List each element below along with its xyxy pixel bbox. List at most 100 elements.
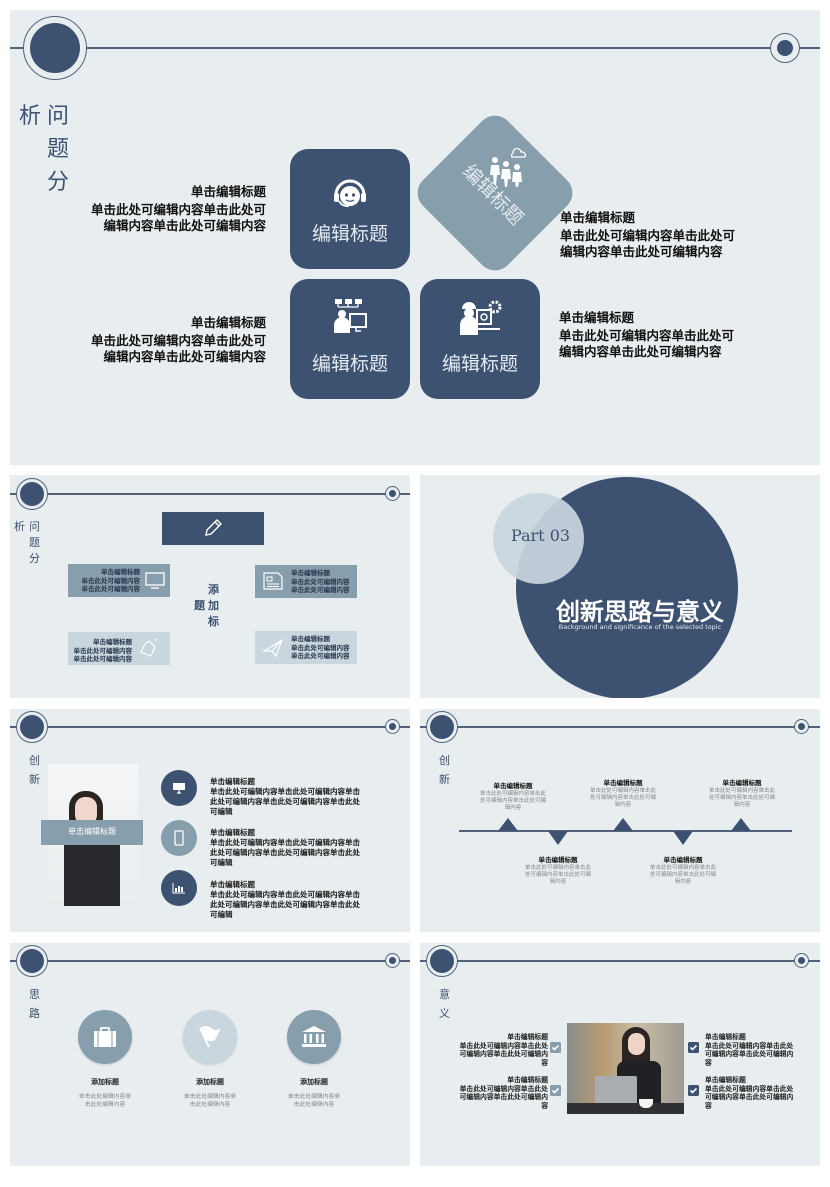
significance-item: 单击编辑标题 单击此处可编辑内容单击此处可编辑内容单击此处可编辑内容: [456, 1076, 548, 1110]
checkbox-icon[interactable]: [688, 1042, 699, 1053]
checkbox-icon[interactable]: [550, 1085, 561, 1096]
timeline-body: 单击此处可编辑内容单击此处可编辑内容单击此处可编辑内容: [479, 791, 546, 811]
item-body: 单击此处可编辑内容单击此处可编辑内容单击此处可编辑内容: [705, 1041, 794, 1067]
block-body: 单击此处可编辑内容单击此处可编辑内容单击此处可编辑内容: [90, 202, 266, 233]
approach-body: 单击此处编辑内容单击此处编辑内容: [78, 1094, 132, 1108]
approach-icon-circle: [183, 1010, 237, 1064]
item-body: 单击此处可编辑内容单击此处可编辑内容单击此处可编辑内容单击此处可编辑内容单击此处…: [210, 890, 360, 919]
timeline-body: 单击此处可编辑内容单击此处可编辑内容单击此处可编辑内容: [649, 865, 716, 885]
photo-face: [75, 797, 97, 825]
header-line: [420, 960, 820, 962]
tile-support[interactable]: 编辑标题: [290, 149, 410, 269]
center-title-char: 添: [208, 583, 219, 596]
item-body: 单击此处可编辑内容单击此处可编辑内容单击此处可编辑内容单击此处可编辑内容单击此处…: [210, 787, 360, 816]
tile-label: 编辑标题: [311, 223, 388, 245]
header-small-dot-fill: [798, 723, 805, 730]
block-body: 单击此处可编辑内容单击此处可编辑内容单击此处可编辑内容: [90, 333, 266, 364]
header-big-dot-fill: [20, 949, 44, 973]
item-title: 单击编辑标题: [210, 880, 255, 889]
vertical-title-char: 分: [47, 170, 70, 195]
header-big-dot-fill: [430, 715, 454, 739]
center-title-char: 标: [208, 615, 219, 628]
briefcase-icon: [94, 1027, 116, 1047]
vertical-title-char: 分: [29, 552, 40, 565]
tile-engineer[interactable]: 编辑标题: [420, 279, 540, 399]
tile-presenter[interactable]: 编辑标题: [290, 279, 410, 399]
photo-suit: [64, 834, 120, 906]
vertical-title-char: 创: [29, 754, 40, 767]
info-box[interactable]: 单击编辑标题 单击此处可编辑内容 单击此处可编辑内容: [255, 565, 357, 598]
header-big-dot-fill: [30, 23, 80, 73]
header-small-dot-fill: [389, 957, 396, 964]
box-title: 单击编辑标题: [101, 568, 140, 576]
approach-body: 单击此处编辑内容单击此处编辑内容: [287, 1094, 341, 1108]
header-big-dot-fill: [20, 715, 44, 739]
pencil-banner[interactable]: [162, 512, 264, 545]
approach-title: 添加标题: [91, 1078, 119, 1086]
part-label: Part 03: [510, 526, 571, 545]
box-title: 单击编辑标题: [291, 569, 330, 577]
box-line: 单击此处可编辑内容: [291, 577, 350, 586]
pencil-icon: [205, 519, 222, 536]
timeline-title: 单击编辑标题: [538, 856, 578, 864]
item-title: 单击编辑标题: [210, 828, 255, 837]
item-title: 单击编辑标题: [507, 1076, 548, 1084]
paper-plane-icon: [262, 638, 284, 658]
box-line: 单击此处可编辑内容: [291, 586, 350, 594]
timeline-title: 单击编辑标题: [663, 856, 703, 864]
vertical-title-char: 路: [29, 1007, 40, 1020]
vertical-title-char: 问: [29, 520, 40, 533]
approach-body: 单击此处编辑内容单击此处编辑内容: [183, 1094, 237, 1108]
significance-item: 单击编辑标题 单击此处可编辑内容单击此处可编辑内容单击此处可编辑内容: [705, 1076, 797, 1110]
slide-section-cover: Part 03 创新思路与意义 Background and significa…: [420, 475, 820, 698]
approach-title: 添加标题: [196, 1078, 224, 1086]
approach-item: 添加标题 单击此处编辑内容单击此处编辑内容: [170, 1077, 250, 1109]
header-line: [10, 47, 820, 49]
approach-item: 添加标题 单击此处编辑内容单击此处编辑内容: [65, 1077, 145, 1109]
item-body: 单击此处可编辑内容单击此处可编辑内容单击此处可编辑内容: [459, 1084, 548, 1110]
vertical-title-char: 新: [29, 773, 40, 786]
timeline-item: 单击编辑标题 单击此处可编辑内容单击此处可编辑内容单击此处可编辑内容: [523, 856, 593, 886]
vertical-title-char: 义: [439, 1007, 450, 1020]
center-title-char: 加: [208, 599, 219, 612]
timeline-title: 单击编辑标题: [493, 782, 533, 790]
info-box[interactable]: 单击编辑标题 单击此处可编辑内容 单击此处可编辑内容: [255, 631, 357, 664]
text-block: 单击编辑标题 单击此处可编辑内容单击此处可编辑内容单击此处可编辑内容: [559, 310, 741, 360]
text-block: 单击编辑标题 单击此处可编辑内容单击此处可编辑内容单击此处可编辑内容: [84, 184, 266, 234]
timeline-body: 单击此处可编辑内容单击此处可编辑内容单击此处可编辑内容: [524, 865, 591, 885]
slide-approach: 思 路 添加标题 单击此处编辑内容单击此处编辑内容 添加标题 单击此处编辑内容单…: [10, 943, 410, 1166]
item-title: 单击编辑标题: [507, 1033, 548, 1041]
text-block: 单击编辑标题 单击此处可编辑内容单击此处可编辑内容单击此处可编辑内容: [560, 210, 742, 260]
engineer-gear-icon: [460, 300, 502, 335]
header-line: [10, 726, 410, 728]
checkbox-icon[interactable]: [550, 1042, 561, 1053]
item-body: 单击此处可编辑内容单击此处可编辑内容单击此处可编辑内容单击此处可编辑内容单击此处…: [210, 838, 360, 867]
box-line: 单击此处可编辑内容: [81, 576, 141, 585]
box-line: 单击此处可编辑内容: [73, 646, 133, 655]
header-small-dot-fill: [389, 723, 396, 730]
box-title: 单击编辑标题: [93, 638, 132, 646]
vertical-title-char: 题: [47, 137, 70, 162]
info-box[interactable]: 单击编辑标题 单击此处可编辑内容 单击此处可编辑内容: [68, 564, 170, 597]
monitor-icon: [145, 572, 165, 589]
info-box[interactable]: 单击编辑标题 单击此处可编辑内容 单击此处可编辑内容: [68, 632, 170, 665]
item-icon-circle: [161, 770, 197, 806]
item-title: 单击编辑标题: [705, 1033, 746, 1041]
slide-significance: 意 义 单击编辑标题 单击此处可编辑内容单击此处可编辑内容单击此处可编辑内容 单…: [420, 943, 820, 1166]
block-body: 单击此处可编辑内容单击此处可编辑内容单击此处可编辑内容: [560, 228, 736, 259]
vertical-title-char: 问: [47, 104, 70, 129]
vertical-title-char: 意: [439, 988, 450, 1001]
box-line: 单击此处可编辑内容: [291, 652, 350, 660]
timeline-title: 单击编辑标题: [603, 779, 643, 787]
checkbox-icon[interactable]: [688, 1085, 699, 1096]
flag-icon: [199, 1026, 221, 1048]
vertical-title-char: 创: [439, 754, 450, 767]
box-line: 单击此处可编辑内容: [81, 585, 141, 593]
presenter-network-icon: [334, 299, 367, 333]
item-icon-circle: [161, 820, 197, 856]
timeline-body: 单击此处可编辑内容单击此处可编辑内容单击此处可编辑内容: [708, 788, 775, 808]
photo-table: [567, 1103, 684, 1114]
tile-team[interactable]: 编辑标题: [410, 108, 580, 278]
headset-support-icon: [334, 179, 366, 208]
photo-laptop: [595, 1076, 637, 1104]
